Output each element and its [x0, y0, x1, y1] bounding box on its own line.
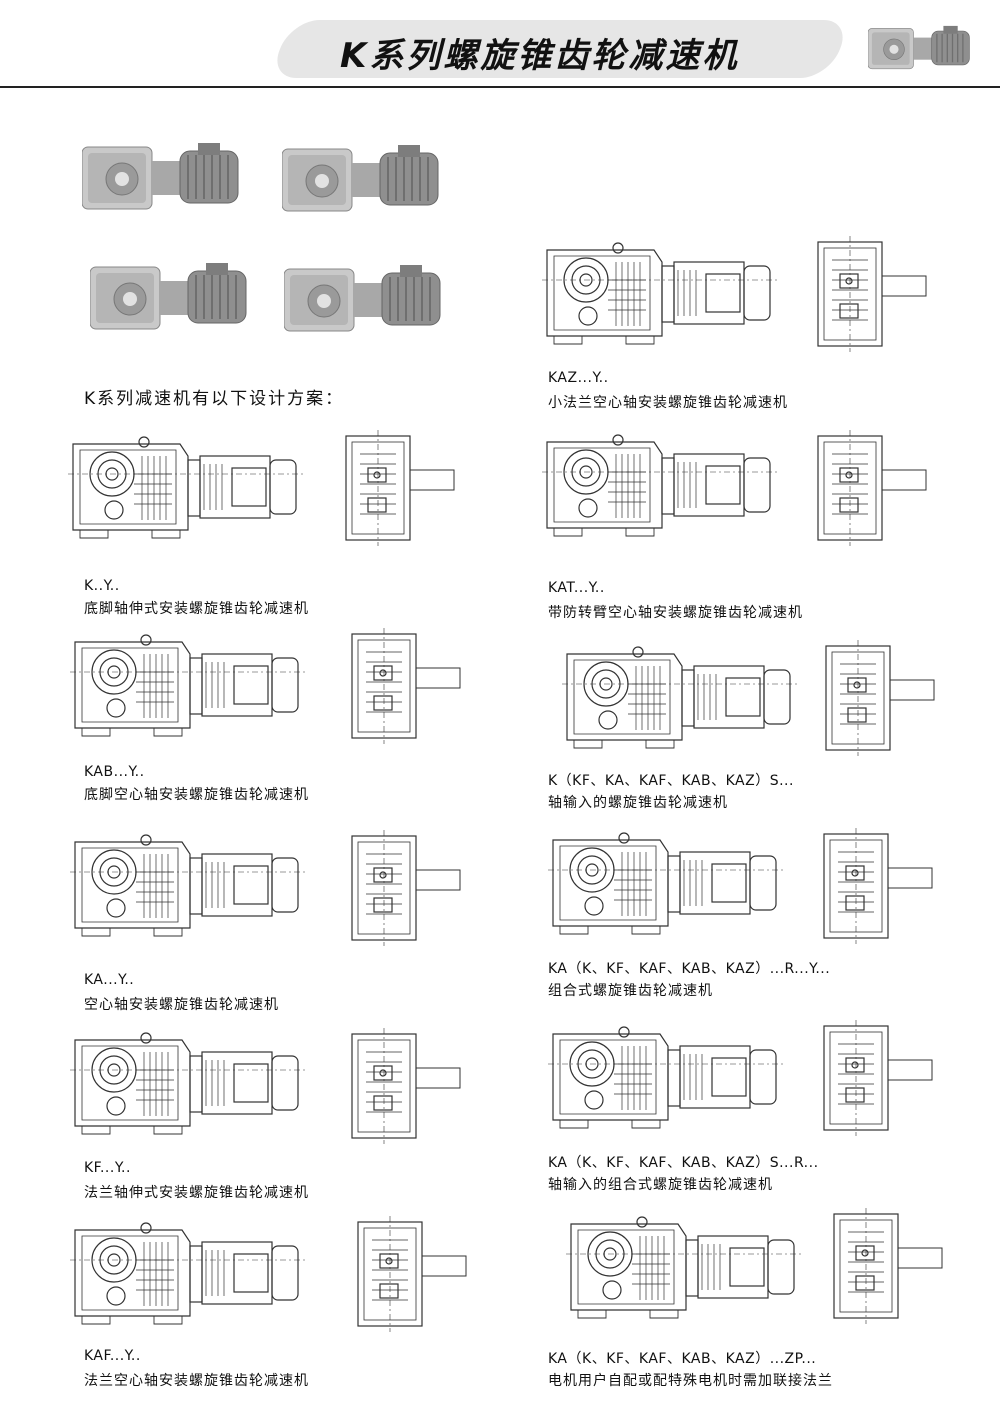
design-desc-kzp: 电机用户自配或配特殊电机时需加联接法兰 [548, 1373, 833, 1389]
design-code-kat: KAT...Y.. [548, 580, 605, 596]
design-desc-kab: 底脚空心轴安装螺旋锥齿轮减速机 [84, 787, 309, 803]
drawing-k-end [345, 430, 455, 546]
drawing-kat-side [542, 434, 779, 537]
drawing-ksr-end [823, 1020, 933, 1136]
design-desc-ksr: 轴输入的组合式螺旋锥齿轮减速机 [548, 1177, 773, 1193]
design-desc-kat: 带防转臂空心轴安装螺旋锥齿轮减速机 [548, 605, 803, 621]
drawing-kat-end [817, 430, 927, 546]
drawing-kzp-side [566, 1216, 803, 1319]
design-desc-k: 底脚轴伸式安装螺旋锥齿轮减速机 [84, 601, 309, 617]
drawing-ka-end [351, 830, 461, 946]
intro-text: K系列减速机有以下设计方案： [84, 389, 345, 409]
drawing-ka-side [70, 834, 307, 937]
design-code-ka: KA...Y.. [84, 972, 135, 988]
design-code-kf: KF...Y.. [84, 1160, 131, 1176]
design-code-k: K..Y.. [84, 578, 120, 594]
header-divider [0, 86, 1000, 88]
drawing-k-side [68, 436, 305, 539]
design-desc-kaz: 小法兰空心轴安装螺旋锥齿轮减速机 [548, 395, 788, 411]
design-desc-kf: 法兰轴伸式安装螺旋锥齿轮减速机 [84, 1185, 309, 1201]
design-desc-kaf: 法兰空心轴安装螺旋锥齿轮减速机 [84, 1373, 309, 1389]
drawing-kaf-side [70, 1222, 307, 1325]
page-title: K系列螺旋锥齿轮减速机 [340, 36, 740, 76]
drawing-kar-side [548, 832, 785, 935]
product-photo-3 [90, 262, 247, 330]
drawing-kzp-end [833, 1208, 943, 1324]
drawing-ks-end [825, 640, 935, 756]
drawing-kab-side [70, 634, 307, 737]
design-code-kab: KAB...Y.. [84, 764, 145, 780]
design-code-kar: KA（K、KF、KAF、KAB、KAZ）...R...Y... [548, 961, 831, 977]
design-code-ksr: KA（K、KF、KAF、KAB、KAZ）S...R... [548, 1155, 819, 1171]
design-code-kzp: KA（K、KF、KAF、KAB、KAZ）...ZP... [548, 1351, 817, 1367]
drawing-kf-end [351, 1028, 461, 1144]
header: K系列螺旋锥齿轮减速机 [0, 0, 1000, 92]
drawing-kf-side [70, 1032, 307, 1135]
drawing-ksr-side [548, 1026, 785, 1129]
drawing-kaz-side [542, 242, 779, 345]
drawing-ks-side [562, 646, 799, 749]
drawing-kar-end [823, 828, 933, 944]
product-photo-1 [82, 142, 239, 210]
design-desc-kar: 组合式螺旋锥齿轮减速机 [548, 983, 713, 999]
design-code-ks: K（KF、KA、KAF、KAB、KAZ）S... [548, 773, 794, 789]
product-photo-4 [284, 264, 441, 332]
design-code-kaz: KAZ...Y.. [548, 370, 609, 386]
drawing-kaf-end [357, 1216, 467, 1332]
reducer-thumbnail-image [868, 25, 971, 70]
drawing-kab-end [351, 628, 461, 744]
design-desc-ks: 轴输入的螺旋锥齿轮减速机 [548, 795, 728, 811]
drawing-kaz-end [817, 236, 927, 352]
design-desc-ka: 空心轴安装螺旋锥齿轮减速机 [84, 997, 279, 1013]
design-code-kaf: KAF...Y.. [84, 1348, 141, 1364]
product-photo-2 [282, 144, 439, 212]
